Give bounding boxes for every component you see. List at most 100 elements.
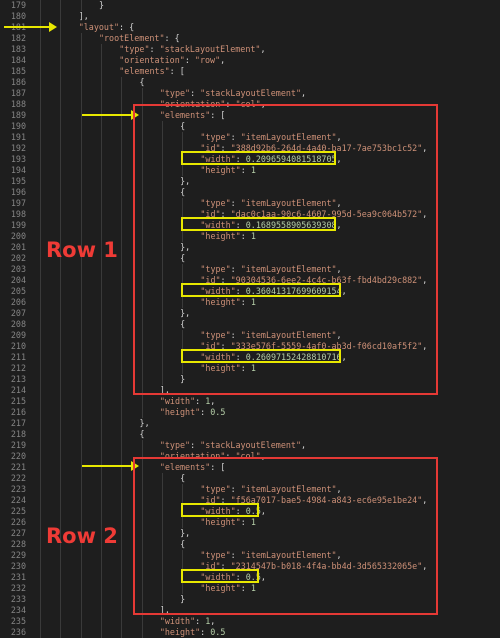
code-token: "type" xyxy=(159,440,191,450)
indent-guide xyxy=(40,121,42,132)
indent-guide xyxy=(141,352,143,363)
indent-guide xyxy=(60,517,62,528)
code-token: : xyxy=(230,198,241,208)
indent-guide xyxy=(141,517,143,528)
indent-guide xyxy=(60,198,62,209)
line-number: 216 xyxy=(10,407,26,417)
code-token: 1 xyxy=(250,297,256,307)
code-token: "elements" xyxy=(119,66,170,76)
code-token: : xyxy=(184,55,195,65)
indent-guide xyxy=(80,374,82,385)
code-token: "itemLayoutElement" xyxy=(240,550,337,560)
code-line: 202{ xyxy=(0,253,500,264)
indent-guide xyxy=(182,143,184,154)
code-token: 0.5 xyxy=(245,572,261,582)
indent-guide xyxy=(40,264,42,275)
code-token: : xyxy=(220,495,231,505)
indent-guide xyxy=(100,550,102,561)
indent-guide xyxy=(161,165,163,176)
code-token: , xyxy=(341,286,347,296)
code-text: { xyxy=(180,121,185,132)
code-text: "width": 0.36041317699609154, xyxy=(200,286,346,297)
code-token: : xyxy=(235,506,246,516)
indent-guide xyxy=(141,539,143,550)
indent-guide xyxy=(60,539,62,550)
indent-guide xyxy=(60,594,62,605)
indent-guide xyxy=(100,77,102,88)
indent-guide xyxy=(141,495,143,506)
code-line: 205"width": 0.36041317699609154, xyxy=(0,286,500,297)
indent-guide xyxy=(80,385,82,396)
indent-guide xyxy=(100,462,102,473)
code-token: , xyxy=(260,506,266,516)
indent-guide xyxy=(121,484,123,495)
indent-guide xyxy=(60,561,62,572)
code-text: }, xyxy=(180,528,190,539)
code-line: 200"height": 1 xyxy=(0,231,500,242)
indent-guide xyxy=(60,429,62,440)
indent-guide xyxy=(40,605,42,616)
indent-guide xyxy=(100,572,102,583)
indent-guide xyxy=(80,209,82,220)
indent-guide xyxy=(40,132,42,143)
code-token: , xyxy=(210,396,216,406)
indent-guide xyxy=(141,330,143,341)
indent-guide xyxy=(40,561,42,572)
indent-guide xyxy=(80,165,82,176)
code-token: } xyxy=(98,0,105,10)
code-text: "width": 1, xyxy=(160,616,215,627)
indent-guide xyxy=(100,385,102,396)
code-token: , xyxy=(336,198,342,208)
indent-guide xyxy=(60,220,62,231)
code-line: 235"width": 1, xyxy=(0,616,500,627)
code-text: "height": 0.5 xyxy=(160,407,226,418)
indent-guide xyxy=(80,418,82,429)
indent-guide xyxy=(100,308,102,319)
code-line: 180], xyxy=(0,11,500,22)
indent-guide xyxy=(121,374,123,385)
indent-guide xyxy=(80,616,82,627)
indent-guide xyxy=(100,363,102,374)
code-line: 226"height": 1 xyxy=(0,517,500,528)
indent-guide xyxy=(100,418,102,429)
indent-guide xyxy=(40,165,42,176)
indent-guide xyxy=(141,374,143,385)
code-token: : xyxy=(240,363,251,373)
indent-guide xyxy=(100,198,102,209)
line-number: 206 xyxy=(10,297,26,307)
code-token: "333e576f-5559-4af0-ab3d-f06cd10af5f2" xyxy=(230,341,423,351)
code-line: 233} xyxy=(0,594,500,605)
code-token: "type" xyxy=(159,88,191,98)
line-number: 226 xyxy=(10,517,26,527)
code-token: "type" xyxy=(200,198,231,208)
indent-guide xyxy=(40,154,42,165)
indent-guide xyxy=(121,407,123,418)
code-line: 229"type": "itemLayoutElement", xyxy=(0,550,500,561)
code-token: "2314547b-b018-4f4a-bb4d-3d565332065e" xyxy=(230,561,423,571)
code-line: 210"id": "333e576f-5559-4af0-ab3d-f06cd1… xyxy=(0,341,500,352)
code-line: 220"orientation": "col", xyxy=(0,451,500,462)
indent-guide xyxy=(80,275,82,286)
code-line: 225"width": 0.5, xyxy=(0,506,500,517)
code-text: "rootElement": { xyxy=(99,33,180,44)
indent-guide xyxy=(100,561,102,572)
code-token: , xyxy=(301,440,307,450)
indent-guide xyxy=(100,374,102,385)
line-number: 233 xyxy=(10,594,26,604)
indent-guide xyxy=(100,605,102,616)
code-token: { xyxy=(180,253,186,263)
code-token: : [ xyxy=(210,462,226,472)
line-number: 210 xyxy=(10,341,26,351)
indent-guide xyxy=(121,352,123,363)
code-token: , xyxy=(260,451,266,461)
code-token: : xyxy=(220,341,231,351)
indent-guide xyxy=(121,198,123,209)
code-token: "elements" xyxy=(159,462,211,472)
code-token: "width" xyxy=(159,396,196,406)
indent-guide xyxy=(80,451,82,462)
indent-guide xyxy=(161,583,163,594)
indent-guide xyxy=(100,517,102,528)
indent-guide xyxy=(141,198,143,209)
code-token: : xyxy=(235,286,246,296)
code-line: 232"height": 1 xyxy=(0,583,500,594)
